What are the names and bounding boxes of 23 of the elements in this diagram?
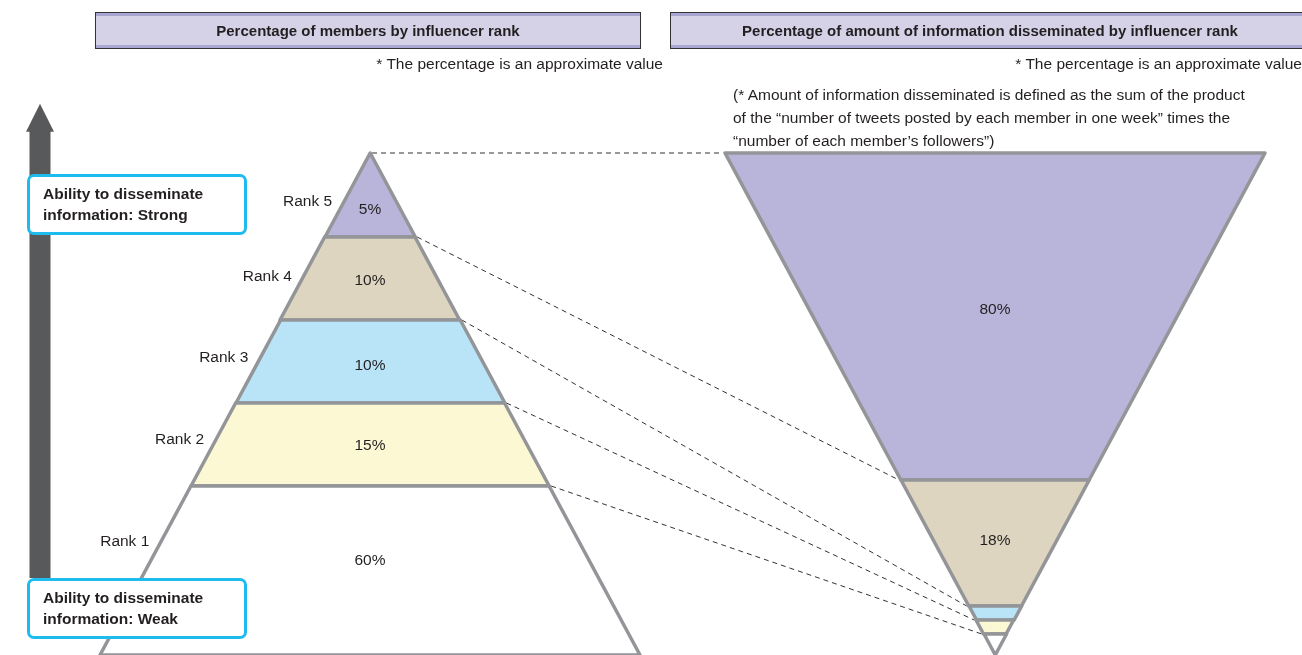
dashed-connector — [461, 319, 968, 607]
percentage-value: 10% — [354, 356, 386, 374]
direction-arrow — [26, 103, 54, 578]
rank-label: Rank 4 — [242, 267, 292, 285]
note-text: (* Amount of information disseminated is defined as the sum of the product of the “number of tweets posted by each member in one week” times the “number of each member’s followers”) — [733, 85, 1246, 151]
percentage-value: 5% — [358, 200, 382, 218]
dashed-connector — [550, 485, 983, 635]
header-box: Percentage of amount of information disseminated by influencer rank — [670, 12, 1302, 49]
callout-box: Ability to disseminate information: Strong — [27, 174, 247, 235]
dashed-connector — [505, 402, 975, 621]
note-text: * The percentage is an approximate value — [376, 55, 663, 73]
rank-label: Rank 1 — [100, 532, 150, 550]
percentage-value: 80% — [979, 300, 1011, 318]
percentage-value: 18% — [979, 531, 1011, 549]
rank-label: Rank 5 — [283, 192, 333, 210]
percentage-value: 60% — [354, 551, 386, 569]
callout-box: Ability to disseminate information: Weak — [27, 578, 247, 639]
note-text: * The percentage is an approximate value — [1015, 55, 1302, 73]
percentage-value: 15% — [354, 436, 386, 454]
rank-label: Rank 3 — [199, 348, 249, 366]
rank-label: Rank 2 — [155, 430, 205, 448]
header-box: Percentage of members by influencer rank — [95, 12, 641, 49]
percentage-value: 10% — [354, 271, 386, 289]
